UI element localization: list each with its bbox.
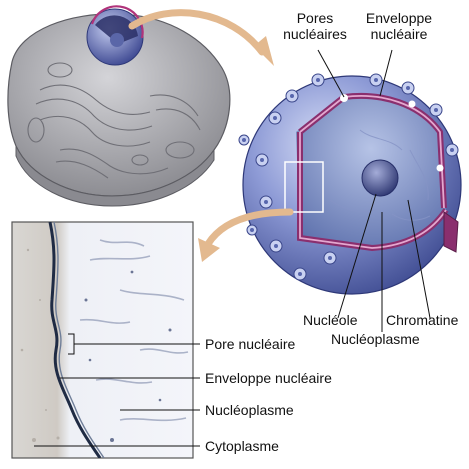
nucleus-illustration — [239, 74, 461, 294]
label-nucleole: Nucléole — [303, 312, 357, 328]
label-chromatine: Chromatine — [386, 312, 458, 328]
label-nucleoplasme: Nucléoplasme — [205, 402, 294, 418]
label-enveloppe-nucleaire: Enveloppe nucléaire — [205, 370, 332, 386]
label-nucleoplasme-mid: Nucléoplasme — [331, 331, 420, 347]
label-enveloppe-nucleaire-top: Enveloppe nucléaire — [354, 10, 444, 42]
micrograph — [12, 222, 193, 458]
label-pores-nucleaires: Pores nucléaires — [272, 10, 358, 42]
label-cytoplasme: Cytoplasme — [205, 438, 279, 454]
cell-illustration — [8, 6, 230, 206]
label-pore-nucleaire: Pore nucléaire — [205, 336, 295, 352]
